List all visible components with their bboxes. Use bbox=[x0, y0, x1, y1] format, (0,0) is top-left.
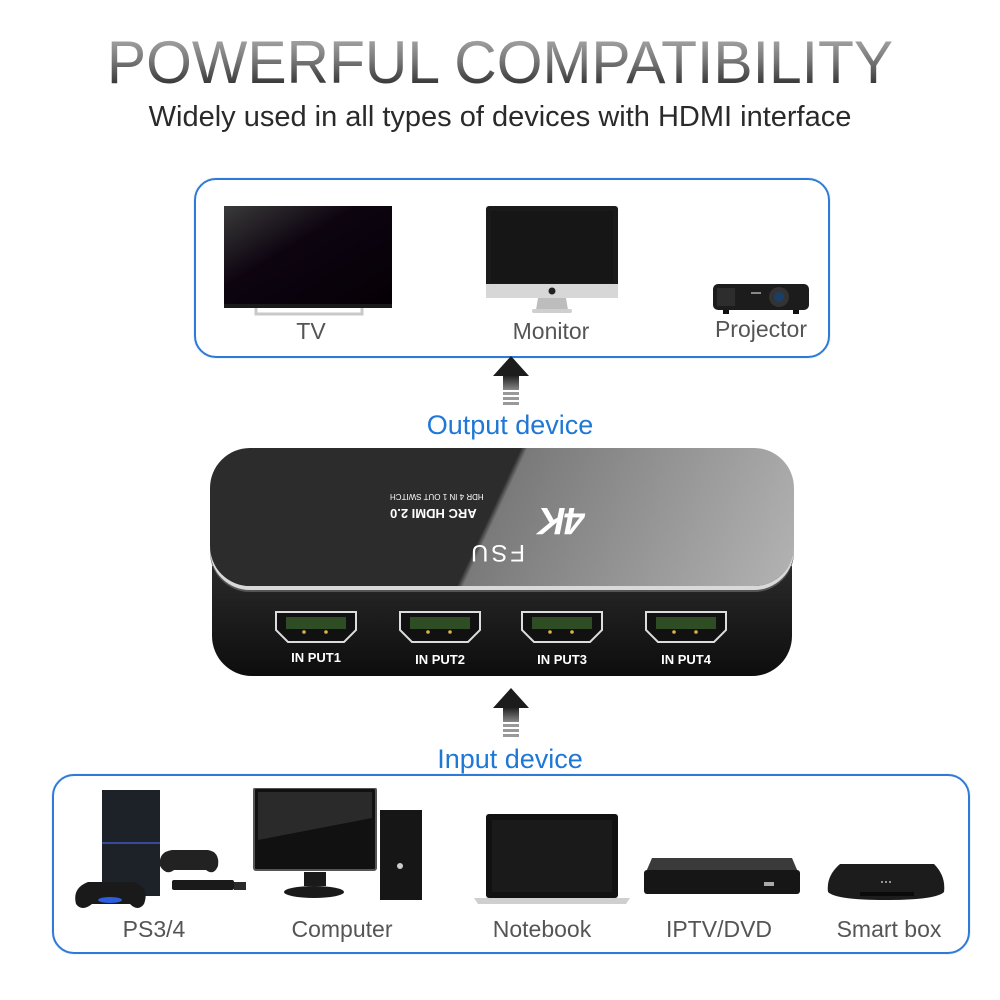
device-label-ps: PS3/4 bbox=[122, 916, 186, 942]
input-devices-panel: PS3/4 Computer Notebook IPTV/DVD bbox=[52, 774, 970, 954]
hdmi-port-3[interactable] bbox=[520, 610, 604, 644]
hdmi-port-icon bbox=[274, 610, 358, 644]
port-label-1: IN PUT1 bbox=[291, 650, 341, 665]
laptop-icon bbox=[474, 814, 630, 911]
port-label-3: IN PUT3 bbox=[537, 652, 587, 667]
dvd-player-icon bbox=[644, 858, 800, 901]
hdmi-port-1[interactable] bbox=[274, 610, 358, 644]
hdmi-switch-top: 4K ARC HDMI 2.0 HDR 4 IN 1 OUT SWITCH FS… bbox=[210, 448, 794, 586]
hdmi-port-2[interactable] bbox=[398, 610, 482, 644]
game-console-icon bbox=[68, 786, 252, 917]
page-title: POWERFUL COMPATIBILITY bbox=[10, 28, 990, 98]
hdmi-port-icon bbox=[520, 610, 604, 644]
device-label-iptv-dvd: IPTV/DVD bbox=[665, 916, 773, 942]
up-arrow-icon bbox=[493, 688, 529, 737]
output-device-label: Output device bbox=[426, 410, 594, 440]
page-subtitle: Widely used in all types of devices with… bbox=[148, 101, 852, 133]
smart-box-icon bbox=[826, 862, 948, 907]
tv-icon bbox=[224, 206, 394, 323]
port-label-2: IN PUT2 bbox=[415, 652, 465, 667]
device-label-tv: TV bbox=[296, 318, 326, 344]
output-devices-panel: TV Monitor Projector bbox=[194, 178, 830, 358]
switch-spec-line1: ARC HDMI 2.0 bbox=[390, 506, 477, 521]
device-label-monitor: Monitor bbox=[512, 318, 590, 344]
device-label-smart-box: Smart box bbox=[836, 916, 942, 942]
desktop-computer-icon bbox=[252, 787, 428, 911]
monitor-icon bbox=[486, 206, 620, 323]
input-device-label: Input device bbox=[437, 744, 583, 774]
port-label-4: IN PUT4 bbox=[661, 652, 711, 667]
switch-spec-line2: HDR 4 IN 1 OUT SWITCH bbox=[390, 492, 484, 501]
badge-4k: 4K bbox=[540, 499, 585, 541]
hdmi-port-icon bbox=[644, 610, 728, 644]
up-arrow-icon bbox=[493, 356, 529, 405]
device-label-projector: Projector bbox=[714, 316, 808, 342]
hdmi-port-4[interactable] bbox=[644, 610, 728, 644]
device-label-notebook: Notebook bbox=[492, 916, 592, 942]
brand-logo: FSU bbox=[468, 539, 525, 566]
device-label-computer: Computer bbox=[291, 916, 393, 942]
hdmi-port-icon bbox=[398, 610, 482, 644]
projector-icon bbox=[713, 280, 811, 321]
